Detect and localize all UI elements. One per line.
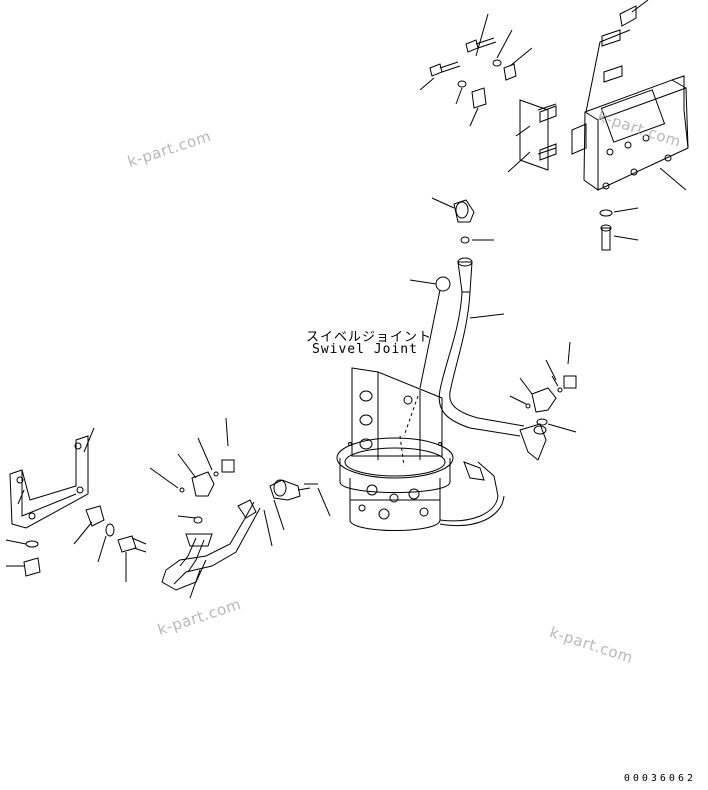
swivel-joint-label-english: Swivel Joint — [312, 342, 418, 357]
top-right-bracket — [519, 29, 689, 191]
bottom-bolt-right — [599, 167, 687, 251]
swivel-joint — [336, 367, 454, 531]
fitting-right — [509, 341, 577, 433]
washers-top — [455, 0, 649, 127]
elbow-fitting-top — [431, 197, 494, 244]
swivel-joint-label-japanese: スイベルジョイント — [306, 330, 433, 345]
swivel-cable — [439, 461, 505, 527]
upper-hose — [438, 257, 547, 461]
left-fittings — [149, 417, 235, 497]
bolt-left — [5, 523, 147, 582]
bolt-left-top — [419, 61, 461, 91]
left-hose — [161, 479, 331, 599]
left-bracket — [9, 427, 105, 545]
orings-upper — [409, 276, 451, 389]
drawing-code: 00036062 — [623, 773, 696, 784]
bracket-clip-left — [507, 105, 557, 173]
bolt-top — [465, 13, 497, 57]
